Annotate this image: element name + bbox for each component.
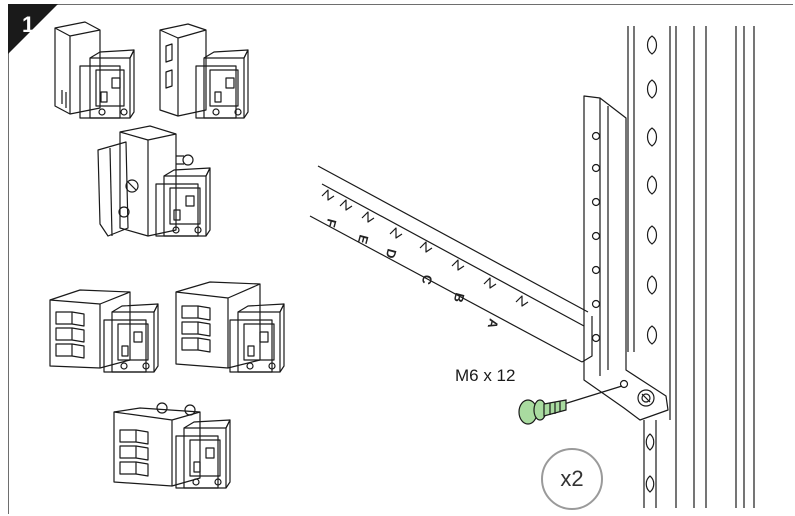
quantity-text: x2 <box>560 466 584 491</box>
slot-letter-d: D <box>383 247 400 260</box>
quantity-badge: x2 <box>541 448 603 510</box>
slot-letter-a: A <box>485 317 502 331</box>
step-number: 1 <box>22 12 35 37</box>
contactor-3 <box>97 125 211 237</box>
contactor-6 <box>113 402 231 489</box>
slot-letter-b: B <box>451 291 468 304</box>
screw-icon <box>518 399 567 425</box>
enclosure-rails <box>627 26 755 508</box>
busbar-slot-letters: A B C D E F <box>323 217 502 331</box>
screw-leader-line <box>563 385 623 405</box>
contactor-1 <box>54 21 135 119</box>
slot-letter-f: F <box>323 217 340 229</box>
contactor-5 <box>175 281 285 373</box>
figure-frame <box>8 4 793 514</box>
contactor-2 <box>159 23 249 119</box>
busbar-rail <box>309 165 593 363</box>
contactor-4 <box>49 289 159 373</box>
slot-letter-e: E <box>355 233 372 246</box>
step-badge: 1 <box>8 4 72 62</box>
mounting-bracket <box>583 95 669 421</box>
slot-letter-c: C <box>419 273 436 287</box>
screw-spec-label: M6 x 12 <box>455 366 516 385</box>
step-badge-shape <box>8 4 58 54</box>
